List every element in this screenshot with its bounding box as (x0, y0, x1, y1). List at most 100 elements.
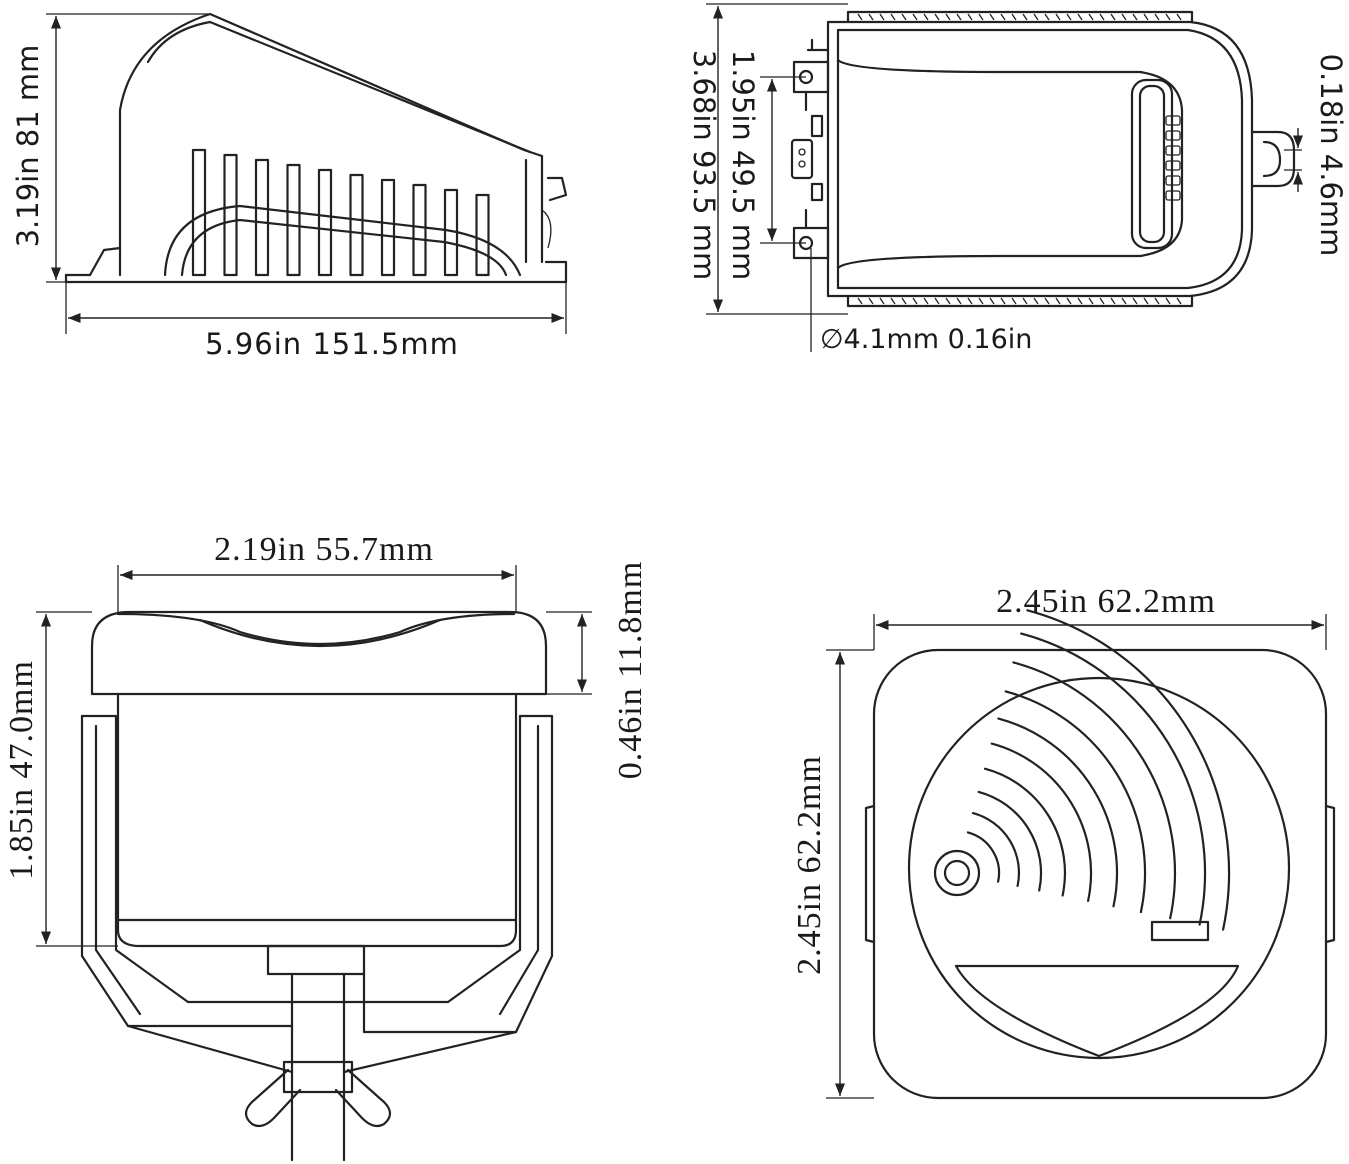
rib-mark (1176, 13, 1182, 21)
rib-mark (1000, 297, 1006, 305)
top-total-width-dimension: 3.68in 93.5 mm (687, 3, 848, 315)
side-height-label: 3.19in 81 mm (11, 45, 45, 248)
grille-ring (990, 742, 1093, 902)
front-cap-dimension: 0.46in 11.8mm (546, 561, 649, 779)
rib-mark (934, 297, 940, 305)
top-hole-diameter-label: ∅4.1mm 0.16in (820, 324, 1032, 355)
vent-slat (443, 188, 459, 277)
rib-mark (1110, 13, 1116, 21)
grille-ring (1020, 632, 1207, 926)
bottom-width-dimension: 2.45in 62.2mm (873, 583, 1327, 650)
rib-mark (1154, 13, 1160, 21)
rib-mark (890, 297, 896, 305)
vent-slat (412, 183, 427, 277)
bottom-view-body (864, 609, 1336, 1100)
rib-mark (879, 297, 885, 305)
rib-mark (1055, 297, 1061, 305)
grille-ring (997, 717, 1119, 908)
rib-mark (1033, 13, 1039, 21)
rib-mark (945, 13, 951, 21)
top-view-body (790, 10, 1296, 308)
side-height-dimension: 3.19in 81 mm (11, 13, 210, 283)
rib-mark (868, 297, 874, 305)
led-indicator (1165, 130, 1181, 141)
top-edge-ribs (857, 13, 1182, 305)
rib-mark (857, 13, 863, 21)
side-vent-slats (191, 148, 490, 277)
rib-mark (1088, 13, 1094, 21)
led-indicator (1165, 160, 1181, 171)
rib-mark (1099, 13, 1105, 21)
grille-ring (983, 767, 1067, 897)
top-outlet-dimension: 0.18in 4.6mm (1284, 54, 1348, 257)
rib-mark (901, 13, 907, 21)
rib-mark (1011, 297, 1017, 305)
bottom-width-label: 2.45in 62.2mm (996, 583, 1216, 620)
rib-mark (1088, 297, 1094, 305)
vent-slat (317, 168, 333, 277)
front-view-body (80, 610, 554, 1162)
grille-ring (971, 812, 1021, 887)
rib-mark (1165, 13, 1171, 21)
rib-mark (945, 297, 951, 305)
rib-mark (1121, 297, 1127, 305)
rib-mark (857, 297, 863, 305)
rib-mark (1055, 13, 1061, 21)
top-hole-spacing-dimension: 1.95in 49.5 mm (726, 50, 806, 280)
rib-mark (1099, 297, 1105, 305)
rib-mark (989, 13, 995, 21)
rib-mark (1077, 297, 1083, 305)
side-length-label: 5.96in 151.5mm (205, 327, 459, 361)
rib-mark (1011, 13, 1017, 21)
side-view: 3.19in 81 mm 5.96in 151.5mm (11, 12, 568, 361)
grille-ring (1012, 661, 1177, 920)
rib-mark (879, 13, 885, 21)
grille-ring (1004, 690, 1147, 914)
rib-mark (923, 297, 929, 305)
rib-mark (1132, 13, 1138, 21)
rib-mark (967, 13, 973, 21)
front-width-label: 2.19in 55.7mm (214, 531, 434, 568)
front-height-label: 1.85in 47.0mm (3, 660, 40, 880)
rib-mark (1033, 297, 1039, 305)
side-view-body (64, 12, 568, 284)
led-indicator (1165, 190, 1181, 201)
rib-mark (1022, 297, 1028, 305)
rib-mark (1000, 13, 1006, 21)
rib-mark (1066, 13, 1072, 21)
rib-mark (1077, 13, 1083, 21)
rib-mark (923, 13, 929, 21)
front-view: 2.19in 55.7mm 1.85in 47.0mm 0.46in 11.8m… (3, 531, 649, 1162)
rib-mark (1176, 297, 1182, 305)
grille-ring (966, 831, 1001, 883)
rib-mark (967, 297, 973, 305)
top-hole-diameter-dimension: ∅4.1mm 0.16in (810, 248, 1032, 355)
rib-mark (868, 13, 874, 21)
top-view: 3.68in 93.5 mm 1.95in 49.5 mm ∅4.1mm 0.1… (687, 3, 1348, 355)
bottom-height-dimension: 2.45in 62.2mm (791, 649, 874, 1099)
rib-mark (912, 297, 918, 305)
top-outlet-label: 0.18in 4.6mm (1314, 54, 1348, 257)
rib-mark (1132, 297, 1138, 305)
vent-slat (286, 163, 301, 277)
rib-mark (1044, 13, 1050, 21)
grille-rings (966, 609, 1231, 931)
side-length-dimension: 5.96in 151.5mm (65, 282, 567, 361)
rib-mark (901, 297, 907, 305)
led-indicator (1165, 145, 1181, 156)
grille-ring (1026, 609, 1231, 931)
rib-mark (1110, 297, 1116, 305)
bottom-height-label: 2.45in 62.2mm (791, 755, 828, 975)
rib-mark (1143, 13, 1149, 21)
rib-mark (1022, 13, 1028, 21)
rib-mark (890, 13, 896, 21)
top-total-width-label: 3.68in 93.5 mm (687, 50, 721, 281)
front-height-dimension: 1.85in 47.0mm (3, 611, 118, 947)
vent-slat (254, 158, 270, 277)
led-indicator (1165, 115, 1181, 126)
rib-mark (1154, 297, 1160, 305)
led-indicator (1165, 175, 1181, 186)
vent-slat (349, 173, 364, 277)
